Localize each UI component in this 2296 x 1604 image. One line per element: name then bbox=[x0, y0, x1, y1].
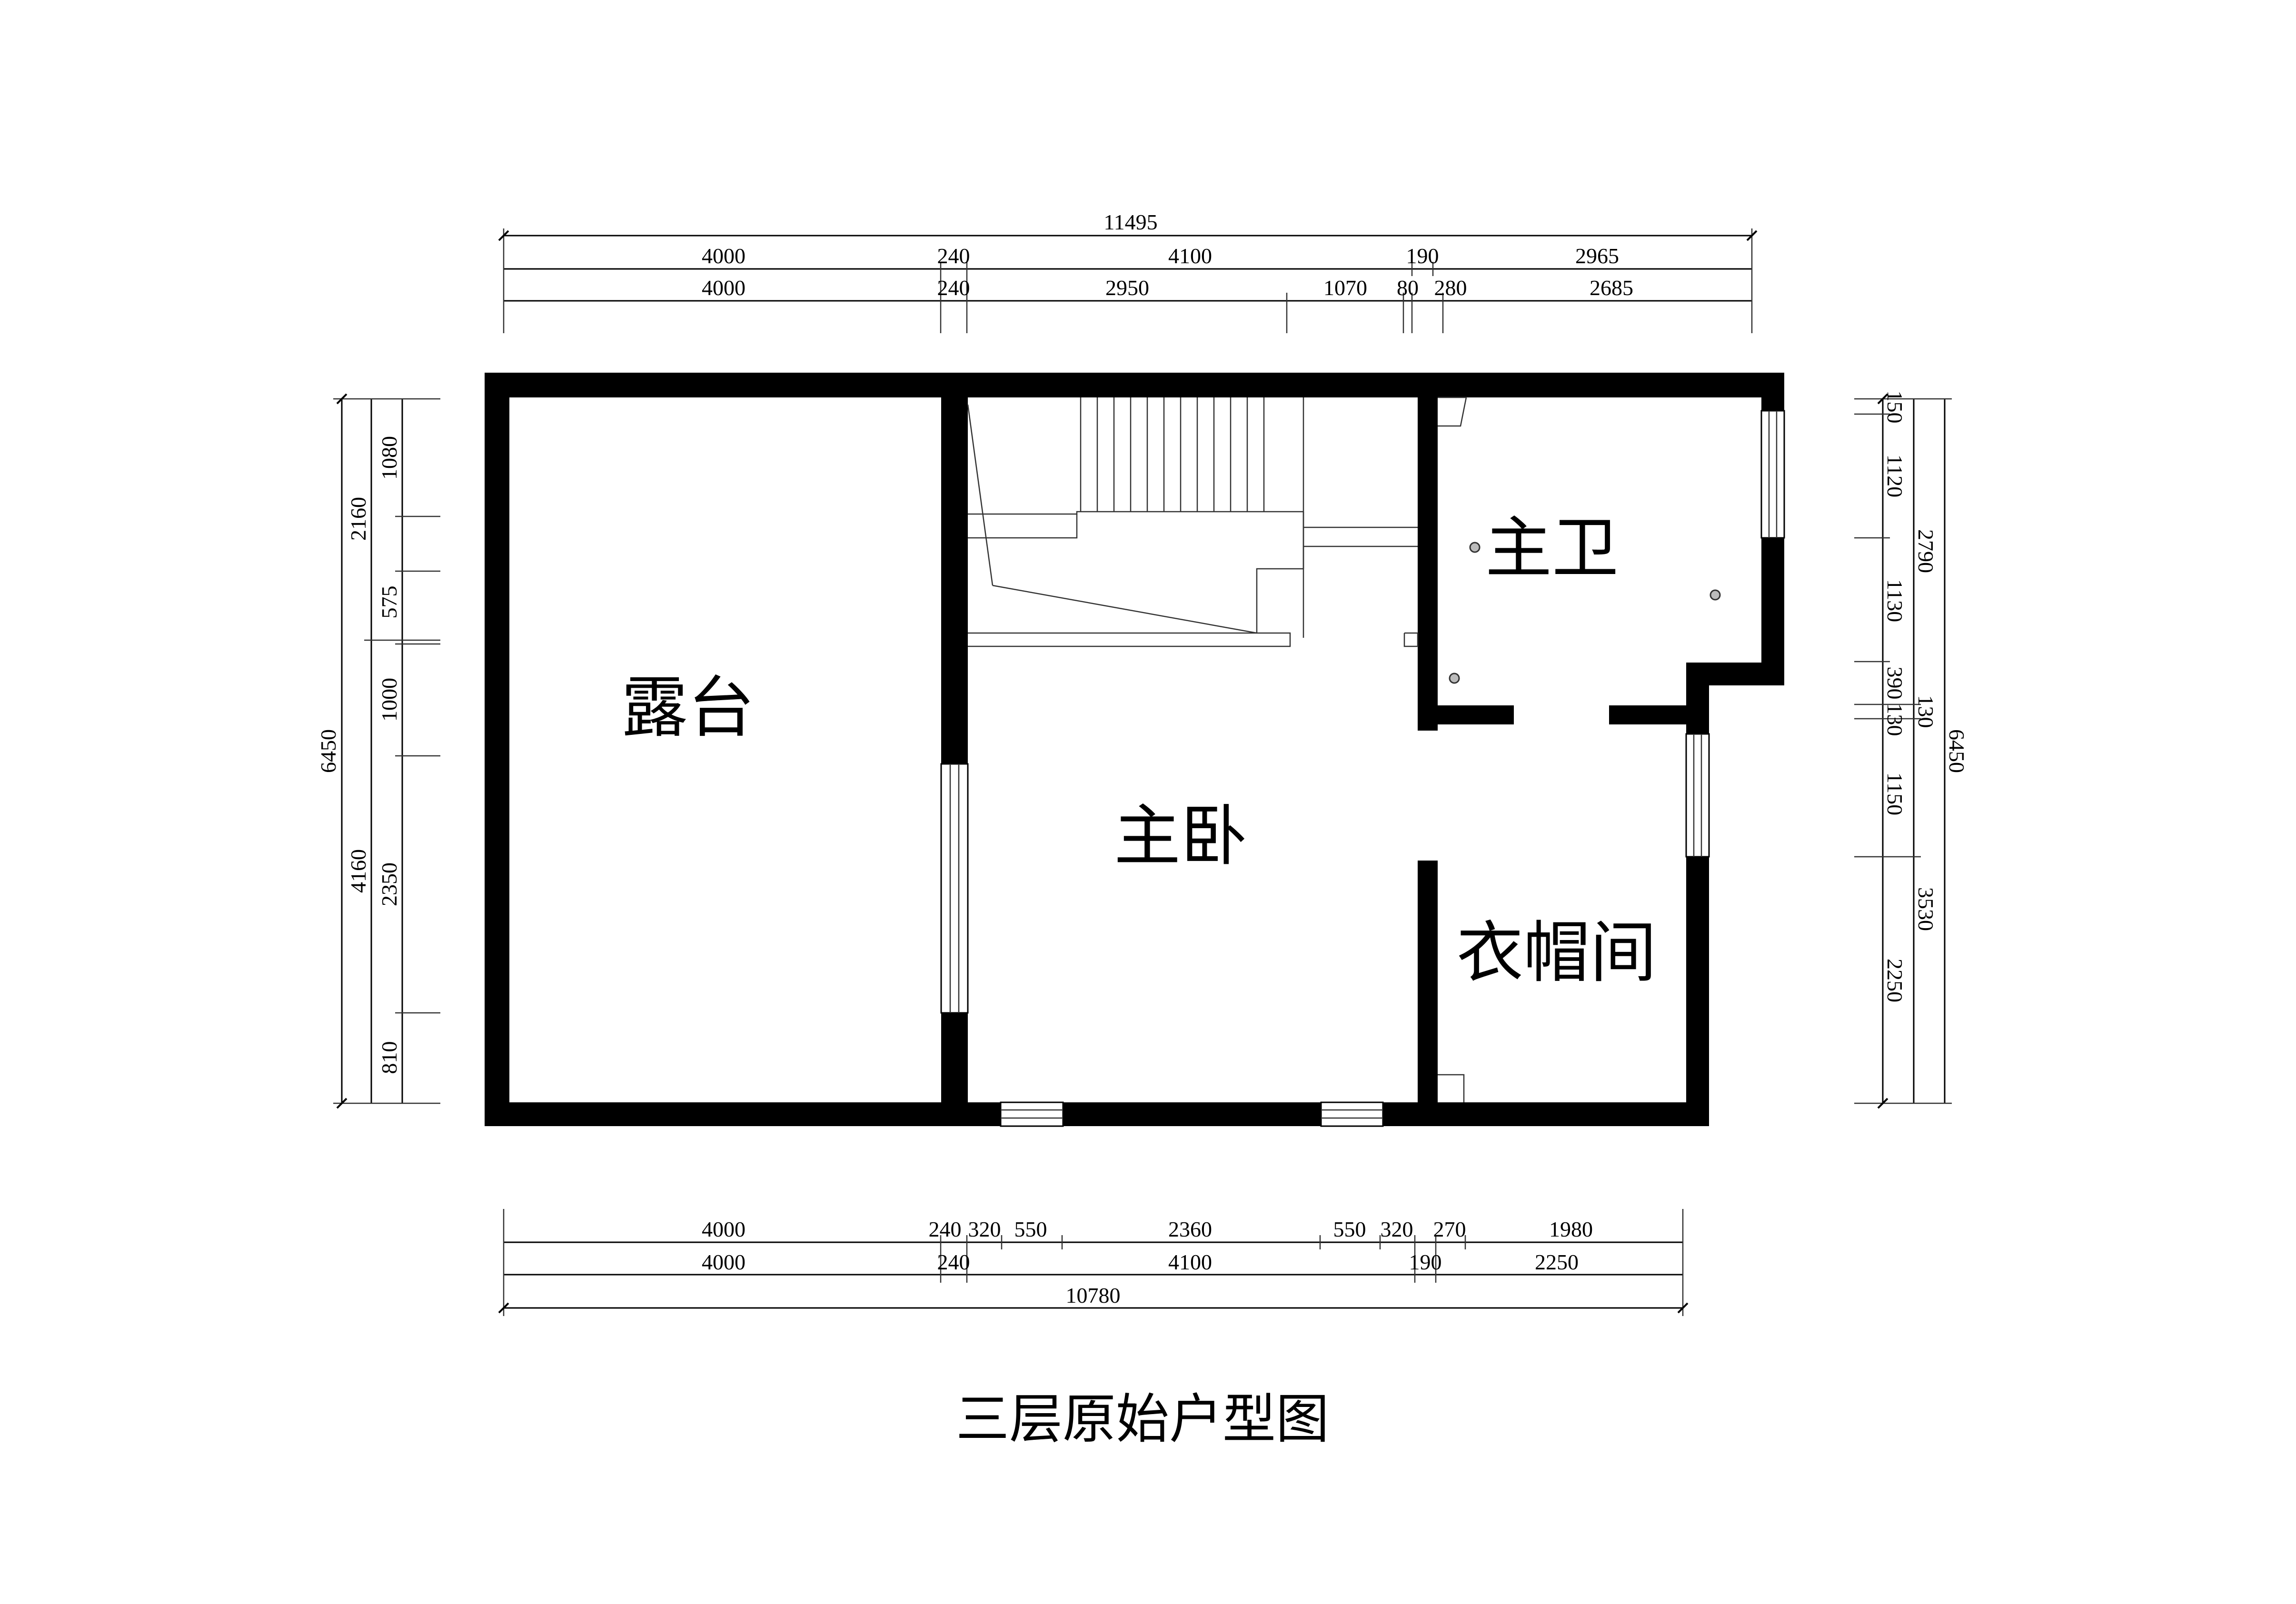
dim-right-inner-7: 2250 bbox=[1883, 959, 1907, 1002]
window-bottom-right bbox=[1320, 1101, 1384, 1127]
dim-top-r1-1: 4000 bbox=[702, 244, 745, 268]
dim-bottom-r1-7: 320 bbox=[1381, 1217, 1413, 1241]
room-label-master-bath: 主卫 bbox=[1485, 510, 1619, 587]
dim-bottom-r2-2: 240 bbox=[937, 1250, 970, 1274]
room-label-terrace: 露台 bbox=[621, 669, 755, 747]
dim-bottom-r2-4: 190 bbox=[1409, 1250, 1442, 1274]
dim-top-r2-1: 4000 bbox=[702, 276, 745, 300]
dim-top-r2-4: 1070 bbox=[1323, 276, 1367, 300]
dim-bottom-r1-5: 2360 bbox=[1168, 1217, 1212, 1241]
walls bbox=[485, 373, 1784, 1126]
dim-left-inner-4: 2350 bbox=[377, 862, 401, 906]
floor-drain-icon bbox=[1469, 542, 1481, 553]
top-dimensions: 11495 4000 240 4100 190 2965 4000 240 29… bbox=[498, 210, 1758, 333]
dim-right-total: 6450 bbox=[1945, 729, 1969, 773]
dim-bottom-r1-6: 550 bbox=[1333, 1217, 1366, 1241]
staircase bbox=[967, 397, 1419, 647]
room-label-cloakroom: 衣帽间 bbox=[1457, 914, 1657, 992]
dim-bottom-r1-1: 4000 bbox=[702, 1217, 745, 1241]
dim-right-mid-3: 3530 bbox=[1914, 887, 1938, 931]
dim-top-r2-2: 240 bbox=[937, 276, 970, 300]
floor-drain-icon bbox=[1710, 589, 1721, 601]
dim-bottom-r2-5: 2250 bbox=[1535, 1250, 1579, 1274]
dim-top-r2-6: 280 bbox=[1434, 276, 1467, 300]
dim-left-inner-5: 810 bbox=[377, 1041, 401, 1074]
dim-bottom-r1-4: 550 bbox=[1014, 1217, 1047, 1241]
door-swing-icon bbox=[1438, 1074, 1465, 1102]
window-terrace-side bbox=[940, 763, 969, 1014]
dim-right-inner-4: 390 bbox=[1883, 667, 1907, 700]
floor-drain-icon bbox=[1449, 673, 1460, 684]
dim-bottom-r2-1: 4000 bbox=[702, 1250, 745, 1274]
dim-left-mid-2: 4160 bbox=[346, 849, 370, 893]
dim-right-inner-6: 1150 bbox=[1883, 772, 1907, 815]
bottom-dimensions: 4000 240 320 550 2360 550 320 270 1980 4… bbox=[498, 1209, 1689, 1316]
drawing-title: 三层原始户型图 bbox=[956, 1388, 1329, 1450]
dim-top-r1-4: 190 bbox=[1406, 244, 1439, 268]
dim-top-r2-5: 80 bbox=[1397, 276, 1419, 300]
dim-left-mid-1: 2160 bbox=[346, 497, 370, 541]
room-label-master-bedroom: 主卧 bbox=[1114, 798, 1247, 875]
dim-bottom-r1-8: 270 bbox=[1433, 1217, 1466, 1241]
right-dimensions: 150 1120 1130 390 130 1150 2250 2790 130… bbox=[1854, 391, 1969, 1109]
dim-top-r2-7: 2685 bbox=[1590, 276, 1633, 300]
dim-right-inner-2: 1120 bbox=[1883, 455, 1907, 497]
dim-right-inner-5: 130 bbox=[1883, 703, 1907, 736]
dim-left-inner-2: 575 bbox=[377, 586, 401, 619]
dim-top-r2-3: 2950 bbox=[1105, 276, 1149, 300]
dim-top-r1-2: 240 bbox=[937, 244, 970, 268]
door-swing-icon bbox=[1438, 396, 1467, 427]
left-dimensions: 6450 2160 4160 1080 575 1000 2350 810 bbox=[316, 393, 440, 1109]
dim-right-mid-2: 130 bbox=[1914, 695, 1938, 728]
dim-top-r1-5: 2965 bbox=[1575, 244, 1619, 268]
dim-right-mid-1: 2790 bbox=[1914, 529, 1938, 573]
window-bottom-left bbox=[1000, 1101, 1064, 1127]
window-bathroom bbox=[1760, 410, 1785, 539]
window-cloakroom bbox=[1685, 733, 1710, 858]
dim-bottom-r1-3: 320 bbox=[968, 1217, 1001, 1241]
dim-bottom-total: 10780 bbox=[1066, 1283, 1121, 1307]
dim-top-r1-3: 4100 bbox=[1168, 244, 1212, 268]
fixtures bbox=[1438, 396, 1721, 1102]
windows bbox=[940, 410, 1785, 1127]
dim-bottom-r1-2: 240 bbox=[929, 1217, 962, 1241]
dim-bottom-r1-9: 1980 bbox=[1549, 1217, 1593, 1241]
dim-left-total: 6450 bbox=[316, 729, 340, 773]
dim-top-total: 11495 bbox=[1103, 210, 1157, 234]
dim-left-inner-1: 1080 bbox=[377, 436, 401, 480]
dim-bottom-r2-3: 4100 bbox=[1168, 1250, 1212, 1274]
dim-left-inner-3: 1000 bbox=[377, 678, 401, 722]
dim-right-inner-1: 150 bbox=[1883, 391, 1907, 424]
dim-right-inner-3: 1130 bbox=[1883, 579, 1907, 622]
